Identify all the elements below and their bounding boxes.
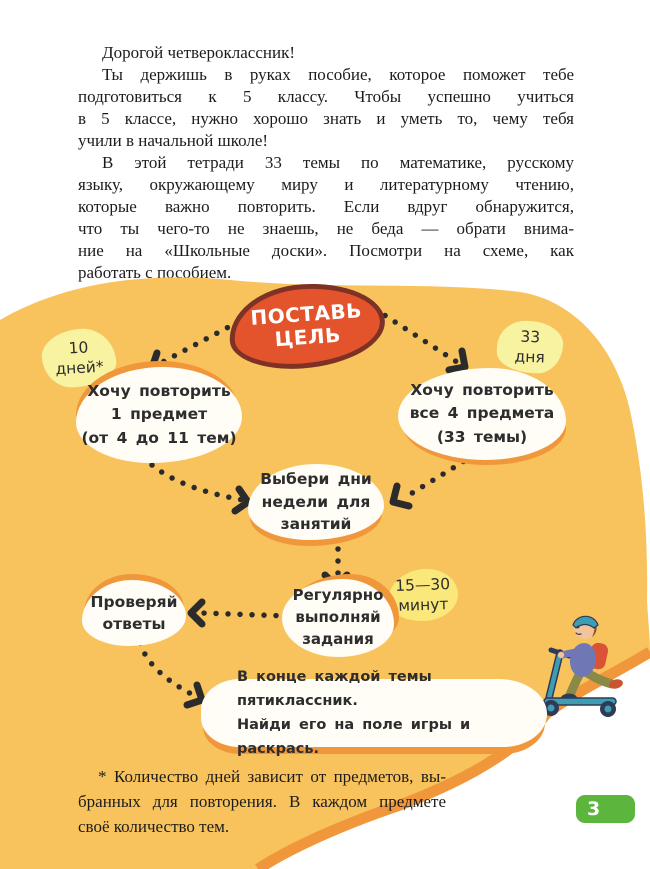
bubble-final-note: В конце каждой темы пятиклассник. Найди … [201, 669, 547, 757]
intro-line: подготовиться к 5 классу. Чтобы успешно … [78, 87, 574, 106]
page-number: 3 [587, 798, 601, 820]
bubble-line: ответы [102, 615, 166, 633]
intro-line: В этой тетради 33 темы по математике, ру… [102, 153, 574, 172]
bubble-all-subjects: Хочу повторить все 4 предмета (33 темы) [398, 368, 566, 460]
bubble-line: выполняй [295, 608, 381, 627]
boy-on-scooter-icon [543, 615, 623, 717]
tag-line: 10 [68, 338, 89, 358]
bubble-line: (от 4 до 11 тем) [81, 428, 237, 447]
intro-line: ние на «Школьные доски». Посмотри на схе… [78, 241, 574, 260]
intro-line: учили в начальной школе! [78, 131, 269, 150]
intro-line: которые важно повторить. Если вдруг обна… [78, 197, 574, 216]
tag-duration: 15—30 минут [387, 567, 459, 623]
bubble-line: Выбери дни [260, 470, 372, 489]
bubble-line: занятий [280, 515, 352, 534]
footnote-line: * Количество дней зависит от предметов, … [98, 767, 446, 786]
tag-line: 15—30 [394, 574, 451, 595]
intro-line: языку, окружающему миру и литературному … [78, 175, 574, 194]
intro-text: Дорогой четвероклассник! Ты держишь в ру… [78, 42, 574, 284]
page-number-badge: 3 [576, 795, 635, 823]
bubble-line: все 4 предмета [409, 404, 555, 423]
bubble-choose-days: Выбери дни недели для занятий [248, 464, 384, 540]
bubble-line: Хочу повторить [410, 381, 554, 400]
tag-line: 33 [520, 327, 541, 347]
intro-line: что ты чего-то не знаешь, не беда — обра… [78, 219, 574, 238]
intro-line: Ты держишь в руках пособие, которое помо… [102, 65, 574, 84]
intro-line: Дорогой четвероклассник! [102, 43, 295, 62]
bubble-line: Регулярно [292, 586, 384, 605]
tag-line: минут [397, 595, 449, 615]
bubble-line: 1 предмет [110, 405, 208, 424]
blob-rim [255, 647, 650, 869]
bubble-do-regular: Регулярно выполняй задания [282, 579, 394, 657]
bubble-check-answers: Проверяй ответы [82, 580, 186, 646]
bubble-line: Хочу повторить [87, 382, 231, 401]
bubble-line: задания [302, 629, 374, 648]
bubble-one-subject: Хочу повторить 1 предмет (от 4 до 11 тем… [76, 367, 242, 463]
footnote-line: своё количество тем. [78, 817, 230, 836]
intro-line: работать с пособием. [78, 263, 232, 282]
bubble-line: (33 темы) [436, 427, 528, 446]
footnote: * Количество дней зависит от предметов, … [78, 764, 446, 839]
bubble-line: В конце каждой темы пятиклассник. [237, 669, 432, 709]
tag-line: дня [514, 347, 546, 367]
bubble-line: Найди его на поле игры и раскрась. [237, 717, 471, 757]
bubble-line: Проверяй [90, 592, 178, 611]
tag-line: дней* [54, 357, 105, 379]
bubble-line: недели для [261, 492, 371, 511]
intro-line: в 5 классе, нужно хорошо знать и уметь т… [78, 109, 574, 128]
footnote-line: бранных для повторения. В каждом предмет… [78, 792, 446, 811]
tag-33-days: 33 дня [496, 319, 564, 375]
